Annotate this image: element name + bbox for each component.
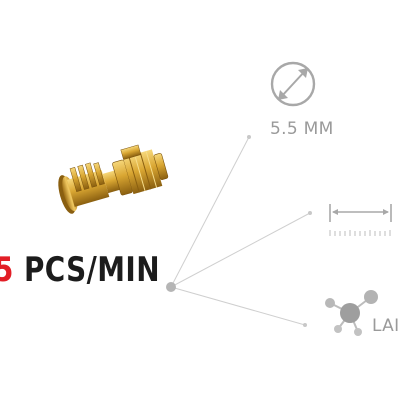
brass-fitting-image xyxy=(58,144,169,214)
endpoint-dot-connection xyxy=(303,323,307,327)
production-rate-unit: PCS/MIN xyxy=(23,250,160,290)
production-rate: 5 PCS/MIN xyxy=(0,250,160,290)
connection-label: LAI xyxy=(372,316,400,336)
connector-line-diameter xyxy=(170,136,250,288)
connector-line-length xyxy=(170,212,311,288)
endpoint-dot-diameter xyxy=(247,135,251,139)
production-rate-value: 5 xyxy=(0,250,14,290)
diameter-circle-icon xyxy=(270,61,316,107)
diameter-label: 5.5 MM xyxy=(270,119,334,139)
connector-line-connection xyxy=(170,286,306,326)
connector-lines xyxy=(170,136,311,326)
hub-dot xyxy=(166,282,176,292)
molecule-network-icon xyxy=(325,290,378,336)
endpoint-dot-length xyxy=(308,211,312,215)
ruler-width-icon xyxy=(329,204,392,236)
